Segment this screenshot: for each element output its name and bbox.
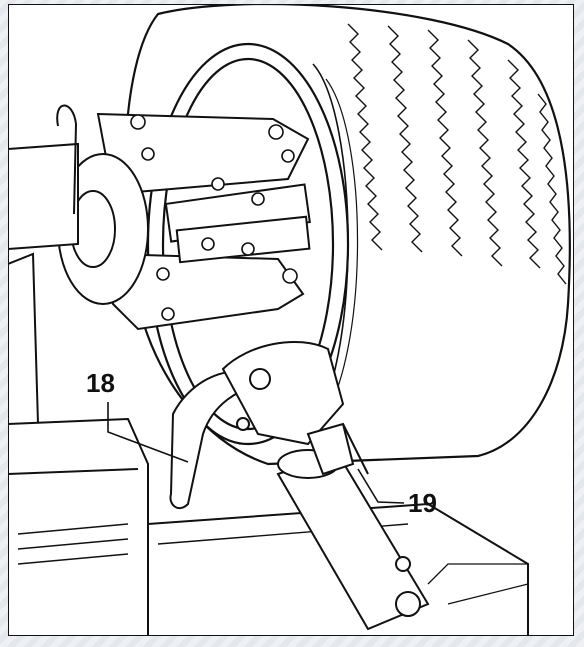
leader-line-19 [357,468,405,504]
shaft [8,142,79,251]
column-pivot [395,591,421,617]
clamp-bolts [130,114,298,321]
leader-line-18 [107,402,189,463]
tire-tread [347,23,567,285]
base-details [427,563,529,605]
machine-column [8,252,40,436]
handle-loop [56,104,78,215]
mount-demount-hook [169,370,266,510]
callout-18: 18 [86,368,189,463]
rim-inner [161,57,335,431]
tool-head [221,341,345,446]
tool-arm [169,341,430,631]
callout-19: 19 [357,468,437,518]
callout-label-19: 19 [408,488,437,518]
callout-label-18: 18 [86,368,115,398]
tire-changer-diagram: 18 19 [8,4,574,636]
bead-tool-tip [306,422,355,476]
machine-cabinet [8,417,149,636]
clamp-assembly [8,104,311,331]
